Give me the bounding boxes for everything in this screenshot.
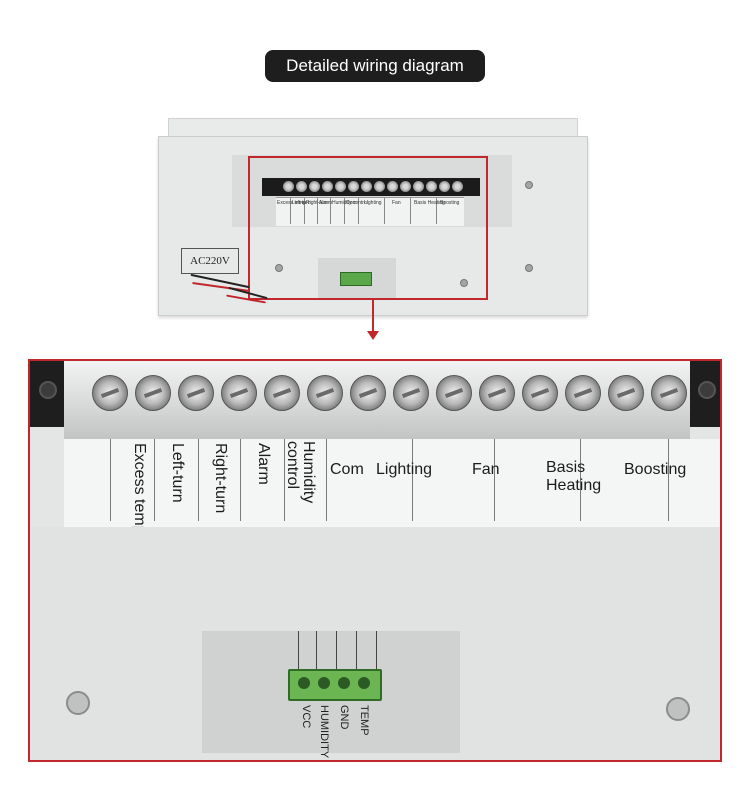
sensor-label-gnd: GND	[338, 705, 350, 730]
label-right-turn: Right-turn	[212, 443, 229, 514]
small-terminal-labels: Excess temp Left-turn Right-turn Alarm H…	[276, 197, 464, 226]
terminal-screw	[135, 375, 171, 411]
small-terminal	[387, 181, 398, 192]
small-terminal	[374, 181, 385, 192]
small-label-lighting: Lighting	[364, 200, 382, 206]
label-humidity-control: Humidity control	[284, 441, 317, 504]
small-label-com: Com	[346, 200, 357, 206]
terminal-labels: Excess temp Left-turn Right-turn Alarm H…	[64, 439, 720, 535]
terminal-screw	[221, 375, 257, 411]
arrow-down-icon	[367, 331, 379, 340]
arrow-line	[372, 300, 374, 334]
small-terminal	[348, 181, 359, 192]
small-label-excess-temp: Excess temp	[277, 200, 306, 206]
terminal-screw	[307, 375, 343, 411]
screw	[275, 264, 283, 272]
small-label-basis-heating: Basis Heating	[414, 200, 445, 206]
screw	[525, 264, 533, 272]
small-terminal	[400, 181, 411, 192]
small-terminal	[452, 181, 463, 192]
terminal-screw	[393, 375, 429, 411]
terminal-screw	[608, 375, 644, 411]
label-boosting: Boosting	[624, 461, 687, 478]
label-basis-heating: Basis Heating	[546, 459, 602, 494]
small-sensor-connector	[340, 272, 372, 286]
mount-screw	[698, 381, 716, 399]
small-label-humidity-control: Humidity control	[332, 200, 368, 206]
screw	[460, 279, 468, 287]
device-lid	[168, 118, 578, 138]
label-alarm: Alarm	[255, 443, 272, 485]
small-terminal	[283, 181, 294, 192]
small-label-fan: Fan	[392, 200, 401, 206]
terminal-screw	[92, 375, 128, 411]
screw	[525, 181, 533, 189]
terminal-screw	[651, 375, 687, 411]
label-excess-temp: Excess temp	[131, 443, 148, 535]
panel-screw	[66, 691, 90, 715]
terminal-screw	[350, 375, 386, 411]
small-terminal	[426, 181, 437, 192]
small-terminal	[413, 181, 424, 192]
small-terminal	[309, 181, 320, 192]
small-terminal	[335, 181, 346, 192]
label-lighting: Lighting	[376, 461, 433, 478]
terminal-screw	[436, 375, 472, 411]
label-left-turn: Left-turn	[169, 443, 186, 503]
small-terminal	[296, 181, 307, 192]
sensor-label-temp: TEMP	[358, 705, 370, 736]
closeup-view: Excess temp Left-turn Right-turn Alarm H…	[28, 359, 722, 762]
highlight-frame	[248, 156, 488, 300]
terminal-screw	[522, 375, 558, 411]
label-fan: Fan	[472, 461, 500, 478]
terminal-strip	[64, 361, 690, 441]
small-terminal	[439, 181, 450, 192]
small-terminal	[322, 181, 333, 192]
small-terminal	[361, 181, 372, 192]
terminal-screw	[264, 375, 300, 411]
label-com: Com	[330, 461, 364, 478]
terminal-screw	[178, 375, 214, 411]
small-label-boosting: Boosting	[440, 200, 460, 206]
panel-screw	[666, 697, 690, 721]
power-label: AC220V	[181, 248, 239, 274]
terminal-screw	[479, 375, 515, 411]
sensor-connector	[288, 669, 382, 701]
small-label-right-turn: Right-turn	[306, 200, 328, 206]
sensor-label-humidity: HUMIDITY	[318, 705, 330, 759]
sensor-label-vcc: VCC	[300, 705, 312, 729]
diagram-title: Detailed wiring diagram	[265, 50, 485, 82]
small-label-left-turn: Left-turn	[292, 200, 311, 206]
mount-screw	[39, 381, 57, 399]
terminal-screw	[565, 375, 601, 411]
small-label-alarm: Alarm	[319, 200, 333, 206]
